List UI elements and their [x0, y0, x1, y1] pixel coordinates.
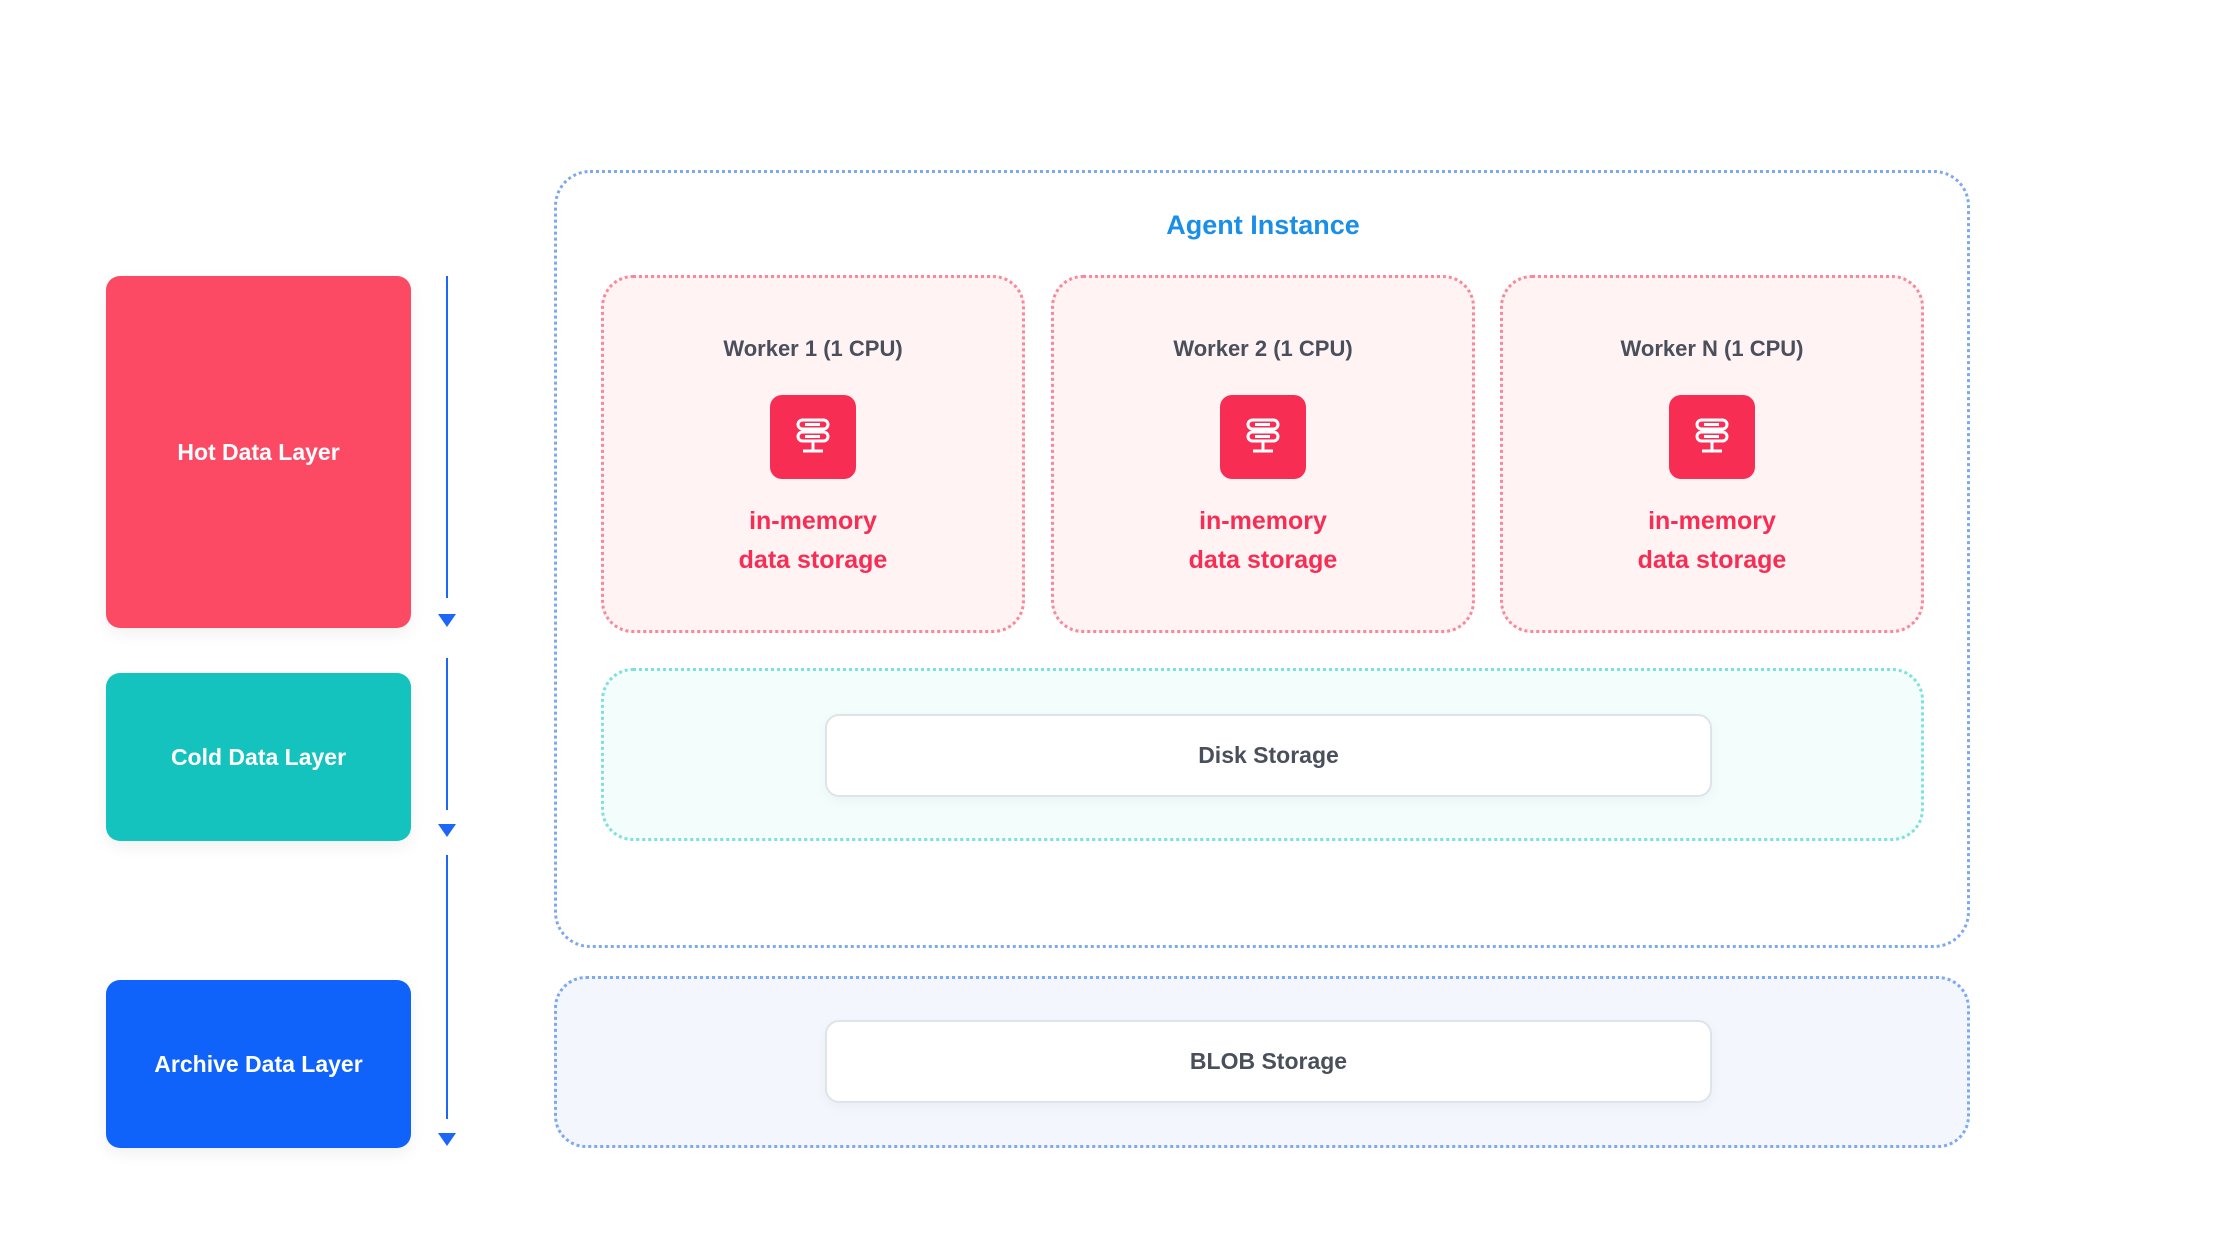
worker-description: in-memory data storage [1054, 502, 1472, 580]
cold-arrow-head-icon [438, 824, 456, 837]
worker-desc-line1: in-memory [1648, 507, 1776, 535]
hot-data-layer: Hot Data Layer [106, 276, 411, 628]
worker-desc-line2: data storage [1637, 546, 1787, 574]
worker-title: Worker N (1 CPU) [1620, 336, 1804, 361]
hot-arrow-line [446, 276, 448, 598]
hot-data-layer-label: Hot Data Layer [177, 438, 340, 465]
worker-card: Worker 1 (1 CPU) in-memory data storage [601, 275, 1025, 633]
agent-instance-title: Agent Instance [1166, 210, 1360, 240]
cold-arrow-line [446, 658, 448, 810]
worker-card: Worker N (1 CPU) in-memory data storage [1500, 275, 1924, 633]
worker-description: in-memory data storage [604, 502, 1022, 580]
cold-data-layer: Cold Data Layer [106, 673, 411, 841]
server-icon [1669, 395, 1755, 479]
worker-desc-line1: in-memory [749, 507, 877, 535]
archive-data-layer: Archive Data Layer [106, 980, 411, 1148]
blob-storage: BLOB Storage [825, 1020, 1712, 1103]
disk-storage: Disk Storage [825, 714, 1712, 797]
worker-desc-line2: data storage [1188, 546, 1338, 574]
worker-desc-line2: data storage [738, 546, 888, 574]
archive-arrow-line [446, 855, 448, 1119]
server-icon [770, 395, 856, 479]
worker-desc-line1: in-memory [1199, 507, 1327, 535]
hot-arrow-head-icon [438, 614, 456, 627]
cold-data-layer-label: Cold Data Layer [170, 743, 347, 770]
worker-card: Worker 2 (1 CPU) in-memory data storage [1051, 275, 1475, 633]
worker-title: Worker 1 (1 CPU) [723, 336, 903, 361]
archive-arrow-head-icon [438, 1133, 456, 1146]
archive-data-layer-label: Archive Data Layer [154, 1050, 363, 1077]
server-icon [1220, 395, 1306, 479]
worker-description: in-memory data storage [1503, 502, 1921, 580]
worker-title: Worker 2 (1 CPU) [1173, 336, 1353, 361]
